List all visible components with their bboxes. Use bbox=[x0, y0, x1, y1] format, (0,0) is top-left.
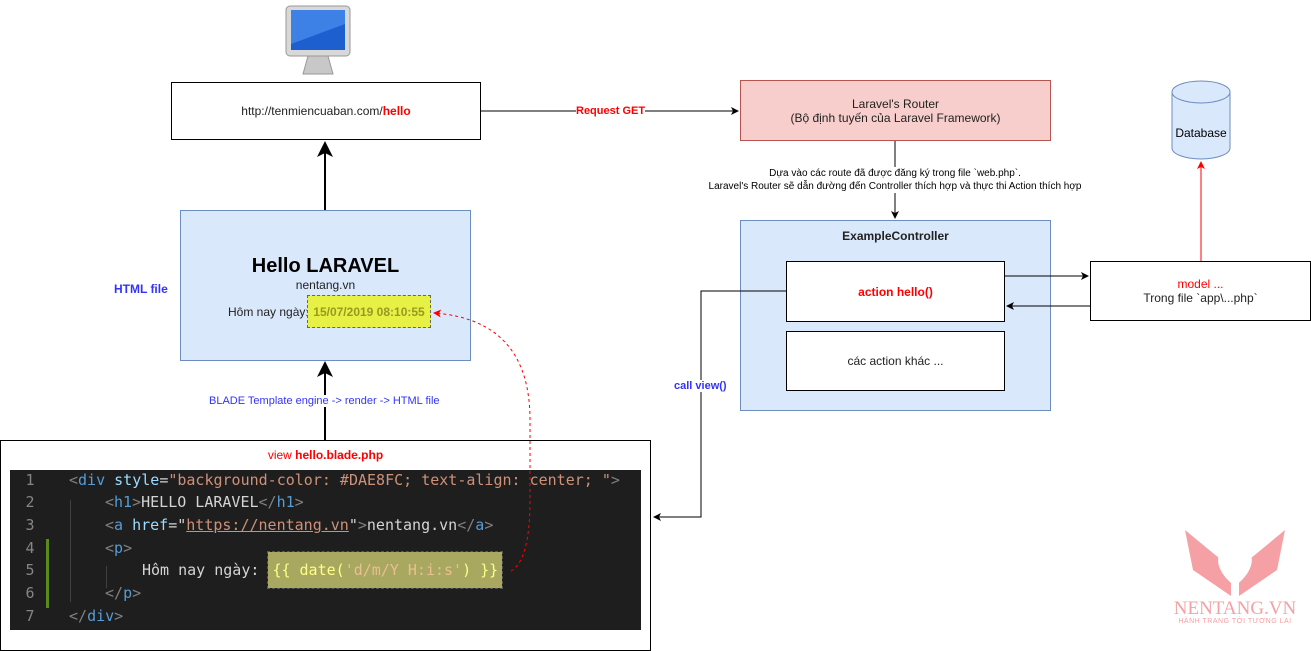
router-box: Laravel's Router (Bộ định tuyến của Lara… bbox=[740, 80, 1051, 141]
other-actions-box: các action khác ... bbox=[786, 331, 1005, 391]
date-label: Hôm nay ngày: bbox=[228, 305, 309, 319]
model-file: Trong file `app\...php` bbox=[1143, 291, 1258, 305]
indent-guide bbox=[70, 500, 71, 602]
call-view-label: call view() bbox=[674, 380, 727, 392]
line-number: 6 bbox=[25, 584, 35, 602]
database-label: Database bbox=[1175, 126, 1227, 140]
line-number: 7 bbox=[25, 607, 35, 625]
view-file: hello.blade.php bbox=[295, 448, 384, 462]
html-link: nentang.vn bbox=[295, 278, 356, 292]
html-file-label: HTML file bbox=[114, 282, 168, 296]
blade-label: BLADE Template engine -> render -> HTML … bbox=[209, 395, 440, 407]
model-box: model ... Trong file `app\...php` bbox=[1090, 261, 1311, 321]
line-number: 1 bbox=[25, 471, 35, 489]
browser-url-box: http://tenmiencuaban.com/hello bbox=[171, 82, 481, 140]
date-value: 15/07/2019 08:10:55 bbox=[307, 295, 431, 328]
git-change-bar bbox=[46, 539, 49, 608]
request-label: Request GET bbox=[576, 105, 646, 117]
route-note-line2: Laravel's Router sẽ dẫn đường đến Contro… bbox=[708, 181, 1082, 192]
url-path: hello bbox=[382, 104, 411, 118]
route-note: Dựa vào các route đã được đăng ký trong … bbox=[680, 167, 1110, 193]
logo-name: NENTANG.VN bbox=[1173, 598, 1297, 619]
code-line-1: <div style="background-color: #DAE8FC; t… bbox=[69, 471, 620, 489]
code-line-3: <a href="https://nentang.vn">nentang.vn<… bbox=[105, 516, 494, 534]
view-title: view hello.blade.php bbox=[0, 448, 651, 462]
code-line-2: <h1>HELLO LARAVEL</h1> bbox=[105, 493, 304, 511]
code-line-5: Hôm nay ngày: {{ date('d/m/Y H:i:s') }} bbox=[142, 551, 504, 589]
controller-title: ExampleController bbox=[842, 229, 949, 243]
route-note-line1: Dựa vào các route đã được đăng ký trong … bbox=[769, 168, 1021, 179]
code-editor: 1 2 3 4 5 6 7 <div style="background-col… bbox=[10, 470, 641, 630]
logo-tagline: HÀNH TRANG TỚI TƯƠNG LAI bbox=[1178, 618, 1292, 625]
line-number: 2 bbox=[25, 493, 35, 511]
html-file-box: Hello LARAVEL nentang.vn bbox=[180, 210, 471, 361]
router-title: Laravel's Router bbox=[852, 96, 939, 111]
line-number: 5 bbox=[25, 561, 35, 579]
code-line-7: </div> bbox=[69, 607, 124, 625]
action-hello-box: action hello() bbox=[786, 261, 1005, 322]
url-prefix: http://tenmiencuaban.com/ bbox=[241, 104, 383, 118]
indent-guide bbox=[106, 566, 107, 588]
code-line-6: </p> bbox=[105, 584, 142, 602]
view-prefix: view bbox=[267, 448, 296, 462]
model-title: model ... bbox=[1177, 277, 1224, 291]
line-number: 3 bbox=[25, 516, 35, 534]
html-heading: Hello LARAVEL bbox=[251, 255, 400, 277]
router-subtitle: (Bộ định tuyến của Laravel Framework) bbox=[790, 110, 1001, 125]
computer-monitor-icon bbox=[285, 5, 351, 75]
code-line-4: <p> bbox=[105, 539, 133, 557]
nentang-logo-icon bbox=[1185, 530, 1285, 596]
line-number: 4 bbox=[25, 539, 35, 557]
database-cylinder bbox=[1171, 80, 1231, 160]
